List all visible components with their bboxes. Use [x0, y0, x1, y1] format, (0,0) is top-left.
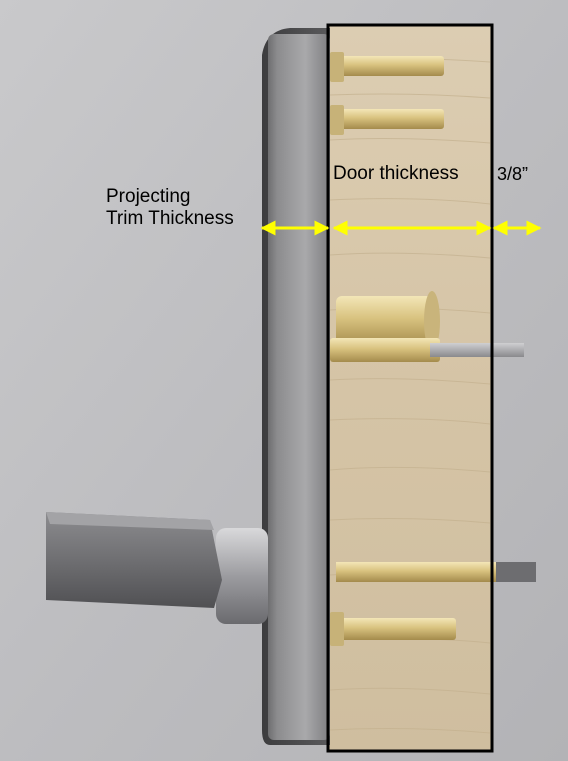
extra-length-label: 3/8” — [497, 164, 529, 184]
trim-thickness-label-line1: Projecting — [106, 186, 191, 207]
door-thickness-label: Door thickness — [333, 163, 459, 184]
trim-thickness-label-line2: Trim Thickness — [106, 208, 234, 229]
trim-thickness-label: Projecting Trim Thickness — [106, 186, 234, 230]
